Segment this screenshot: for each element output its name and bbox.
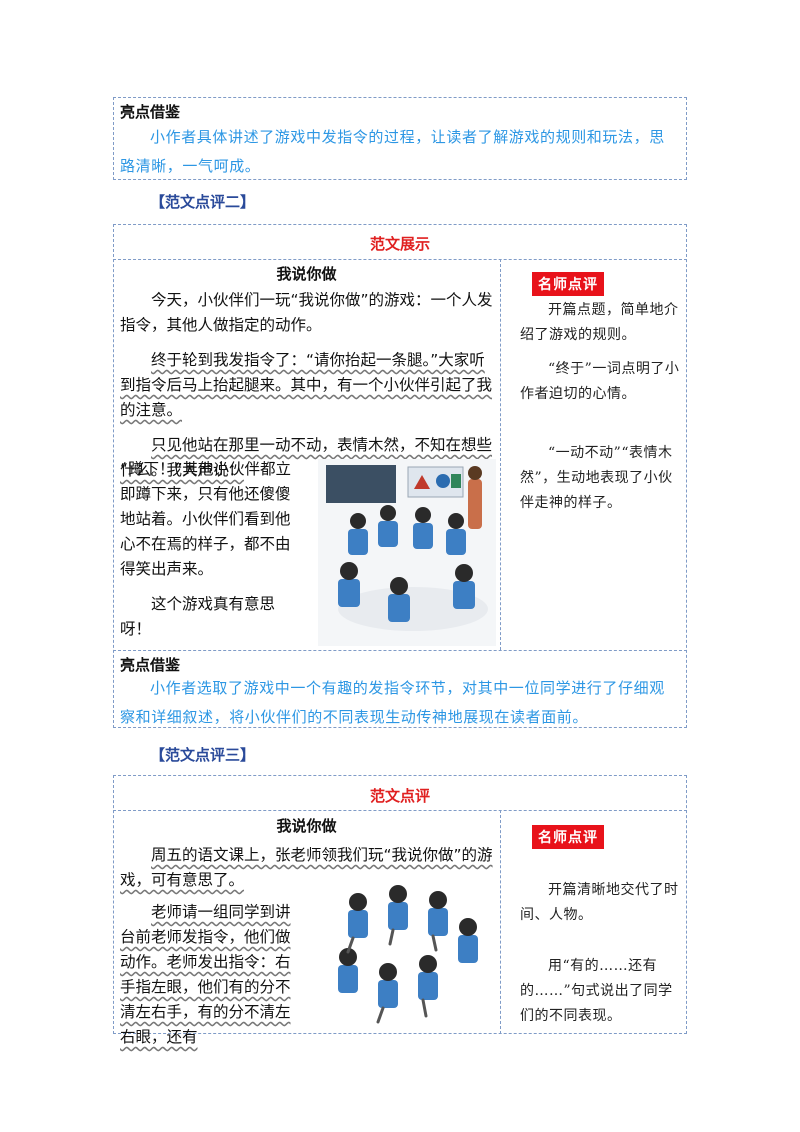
sample-header: 范文展示 <box>369 235 430 253</box>
divider <box>113 810 687 811</box>
sample-box-2 <box>113 224 687 728</box>
essay-body: 今天，小伙伴们一玩“我说你做”的游戏：一个人发指令，其他人做指定的动作。 终于轮… <box>120 288 495 483</box>
divider <box>500 810 501 1034</box>
essay-paragraph: 只见他站在那里一动不动，表情木然，不知在想些什么。我大声说： <box>120 436 493 479</box>
comment-paragraph: “终于”一词点明了小作者迫切的心情。 <box>520 361 680 402</box>
teacher-comment: 开篇清晰地交代了时间、人物。 <box>520 878 680 928</box>
teacher-comment: 开篇点题，简单地介绍了游戏的规则。 <box>520 298 680 348</box>
comment-paragraph: 用“有的……还有的……”句式说出了同学们的不同表现。 <box>520 958 673 1024</box>
teacher-comment-badge: 名师点评 <box>532 825 604 849</box>
teacher-comment: 用“有的……还有的……”句式说出了同学们的不同表现。 <box>520 954 680 1029</box>
section-title-2: 【范文点评二】 <box>150 193 256 211</box>
teacher-comment: “终于”一词点明了小作者迫切的心情。 <box>520 357 680 407</box>
sample-header: 范文点评 <box>369 787 430 805</box>
essay-paragraph: 今天，小伙伴们一玩“我说你做”的游戏：一个人发指令，其他人做指定的动作。 <box>120 291 493 334</box>
teacher-comment-badge: 名师点评 <box>532 272 604 296</box>
essay-title: 我说你做 <box>276 265 337 283</box>
comment-paragraph: 开篇点题，简单地介绍了游戏的规则。 <box>520 302 679 343</box>
highlight-box-1 <box>113 97 687 180</box>
essay-title: 我说你做 <box>276 817 337 835</box>
highlight-label: 亮点借鉴 <box>120 656 181 674</box>
essay-body-wrapped: 老师请一组同学到讲台前老师发指令，他们做动作。老师发出指令：右手指左眼，他们有的… <box>120 900 305 1060</box>
comment-paragraph: “一动不动”“表情木然”，生动地表现了小伙伴走神的样子。 <box>520 445 673 511</box>
divider <box>113 650 687 651</box>
sample-box-3 <box>113 775 687 1034</box>
highlight-label: 亮点借鉴 <box>120 103 181 121</box>
divider <box>113 259 687 260</box>
essay-body-wrapped: “蹲下！”其他小伙伴都立即蹲下来，只有他还傻傻地站着。小伙伴们看到他心不在焉的样… <box>120 457 305 652</box>
children-game-illustration <box>318 459 496 646</box>
highlight-text: 小作者选取了游戏中一个有趣的发指令环节，对其中一位同学进行了仔细观察和详细叙述，… <box>120 679 665 726</box>
essay-body: 周五的语文课上，张老师领我们玩“我说你做”的游戏，可有意思了。 <box>120 843 495 901</box>
classroom-game-illustration <box>318 880 496 1030</box>
teacher-comment: “一动不动”“表情木然”，生动地表现了小伙伴走神的样子。 <box>520 441 680 516</box>
essay-paragraph: 周五的语文课上，张老师领我们玩“我说你做”的游戏，可有意思了。 <box>120 846 493 889</box>
comment-paragraph: 开篇清晰地交代了时间、人物。 <box>520 882 679 923</box>
highlight-text: 小作者具体讲述了游戏中发指令的过程，让读者了解游戏的规则和玩法，思路清晰，一气呵… <box>120 128 665 175</box>
essay-paragraph: 这个游戏真有意思呀！ <box>120 595 276 638</box>
essay-paragraph: 终于轮到我发指令了：“请你抬起一条腿。”大家听到指令后马上抬起腿来。其中，有一个… <box>120 351 493 419</box>
divider <box>500 259 501 650</box>
essay-paragraph: “蹲下！”其他小伙伴都立即蹲下来，只有他还傻傻地站着。小伙伴们看到他心不在焉的样… <box>120 460 292 578</box>
essay-paragraph: 老师请一组同学到讲台前老师发指令，他们做动作。老师发出指令：右手指左眼，他们有的… <box>120 903 291 1046</box>
section-title-3: 【范文点评三】 <box>150 746 256 764</box>
